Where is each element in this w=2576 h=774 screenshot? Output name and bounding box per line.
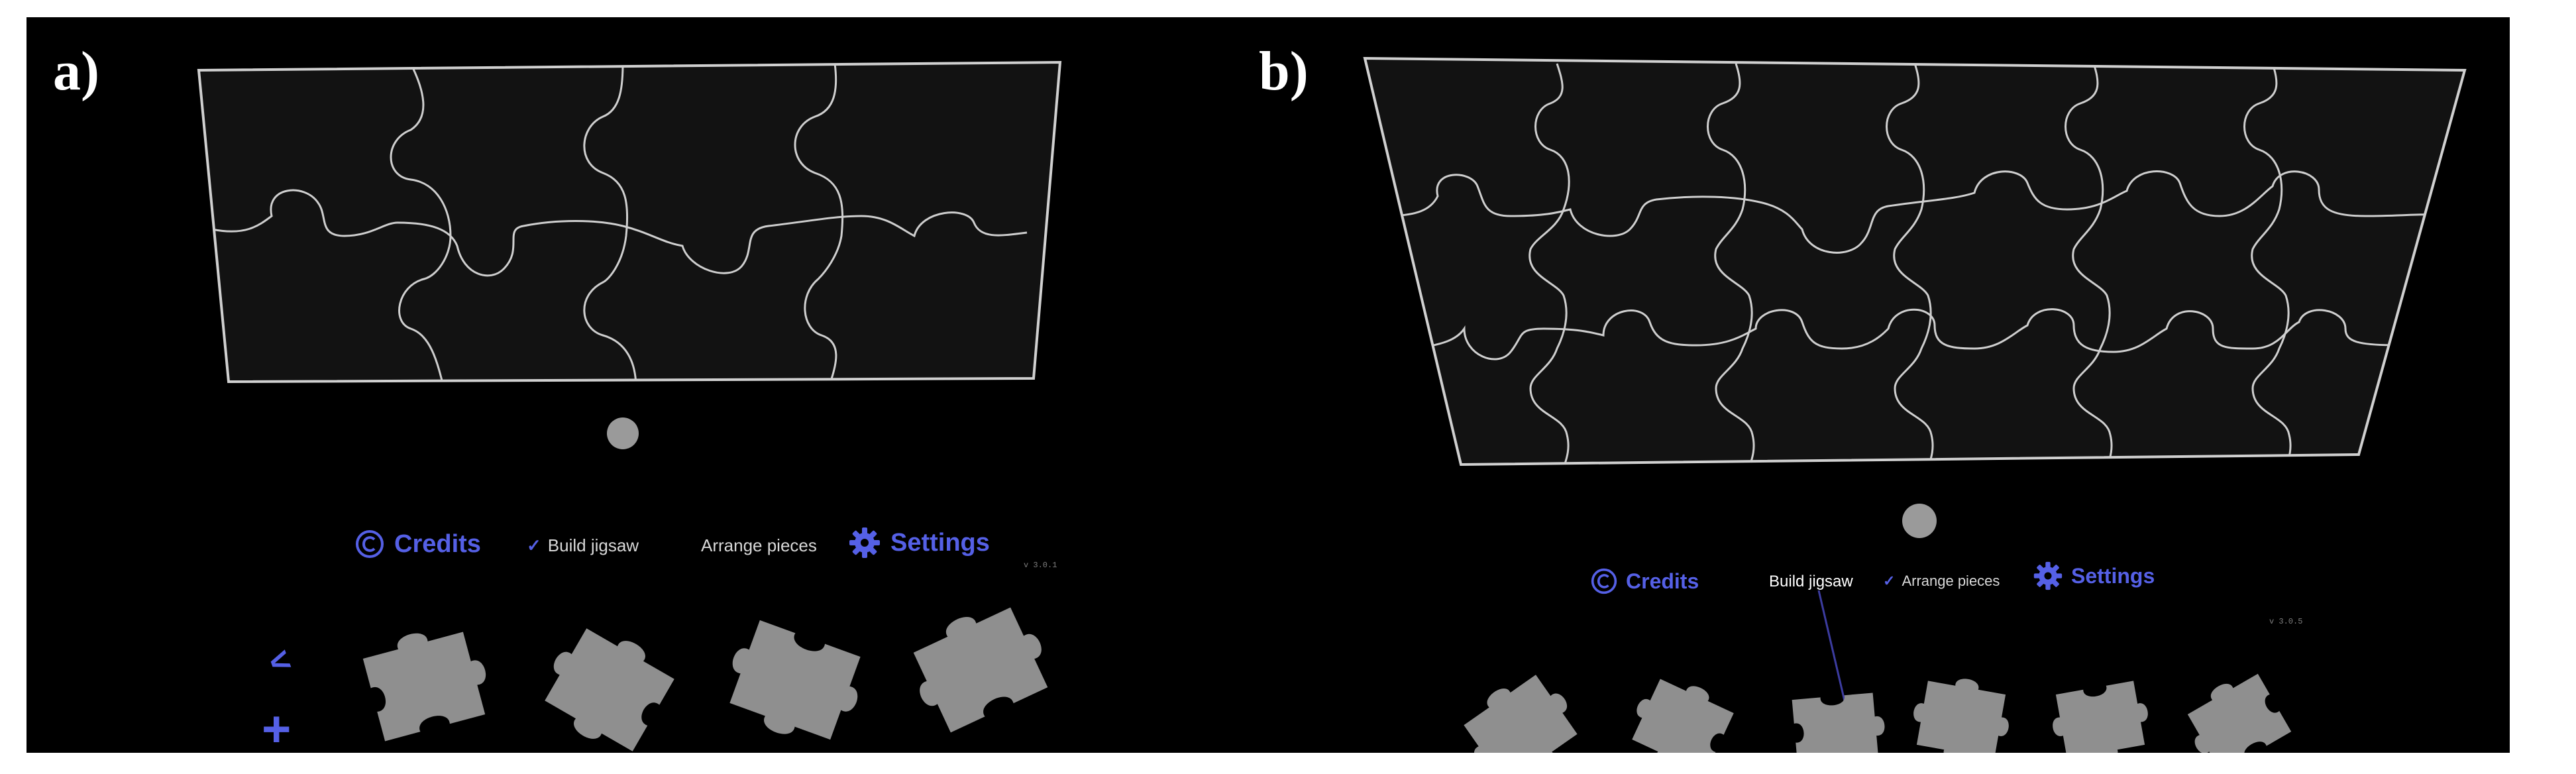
piece-seam — [2243, 63, 2292, 465]
settings-label: Settings — [890, 528, 990, 557]
cursor-dot-icon[interactable] — [607, 417, 639, 449]
panel-b: b) — [1232, 17, 2510, 753]
piece-seam — [1411, 308, 2399, 360]
puzzle-piece[interactable] — [2175, 666, 2292, 753]
copyright-icon — [1591, 568, 1617, 594]
credits-label: Credits — [1626, 569, 1699, 593]
puzzle-piece[interactable] — [715, 616, 872, 753]
piece-seam — [390, 63, 452, 382]
arrange-pieces-option[interactable]: Arrange pieces — [701, 535, 817, 556]
puzzle-piece[interactable] — [1620, 667, 1737, 753]
puzzle-piece[interactable] — [529, 613, 680, 753]
piece-seam — [1707, 63, 1755, 465]
panel-label: a) — [53, 40, 99, 102]
settings-button[interactable]: Settings — [2033, 561, 2155, 591]
add-button[interactable]: + — [262, 701, 291, 753]
puzzle-piece[interactable] — [1450, 661, 1591, 753]
version-label: v 3.0.1 — [1024, 561, 1057, 570]
build-jigsaw-label: Build jigsaw — [547, 535, 639, 555]
cursor-dot-icon[interactable] — [1902, 504, 1937, 538]
piece-seam — [1529, 63, 1570, 465]
copyright-icon — [356, 530, 384, 558]
gear-icon — [849, 527, 880, 558]
build-jigsaw-option[interactable]: ✓ Build jigsaw — [527, 535, 639, 556]
piece-seam — [794, 63, 844, 382]
board-outline — [197, 60, 1062, 384]
puzzle-piece[interactable] — [1792, 692, 1888, 753]
panel-a: a) < + — [27, 17, 1232, 753]
board-outline — [1363, 56, 2467, 467]
puzzle-piece[interactable] — [2047, 679, 2155, 753]
piece-seam — [1384, 170, 2452, 254]
arrange-pieces-label: Arrange pieces — [1902, 573, 2000, 589]
prev-arrow-button[interactable]: < — [264, 640, 295, 683]
piece-seam — [2065, 63, 2113, 465]
piece-seam — [583, 63, 637, 382]
check-icon: ✓ — [1883, 573, 1896, 589]
piece-seam — [1886, 63, 1934, 465]
gear-icon — [2033, 561, 2063, 590]
version-label: v 3.0.5 — [2269, 617, 2303, 626]
piece-seam — [211, 189, 1028, 277]
credits-button[interactable]: Credits — [1590, 567, 1699, 595]
puzzle-piece[interactable] — [1907, 671, 2016, 753]
build-jigsaw-label: Build jigsaw — [1769, 573, 1853, 590]
credits-label: Credits — [394, 529, 481, 558]
settings-button[interactable]: Settings — [848, 526, 990, 559]
credits-button[interactable]: Credits — [354, 529, 481, 559]
check-icon: ✓ — [527, 535, 541, 555]
arrange-pieces-label: Arrange pieces — [701, 535, 817, 555]
puzzle-piece[interactable] — [898, 592, 1058, 738]
jigsaw-board-b — [1363, 56, 2467, 753]
arrange-pieces-option[interactable]: ✓ Arrange pieces — [1883, 573, 2000, 590]
build-jigsaw-option[interactable]: Build jigsaw — [1769, 573, 1853, 591]
panel-label: b) — [1259, 40, 1309, 102]
jigsaw-board-a: < + — [197, 60, 1062, 753]
puzzle-piece[interactable] — [360, 618, 496, 742]
settings-label: Settings — [2071, 563, 2155, 588]
